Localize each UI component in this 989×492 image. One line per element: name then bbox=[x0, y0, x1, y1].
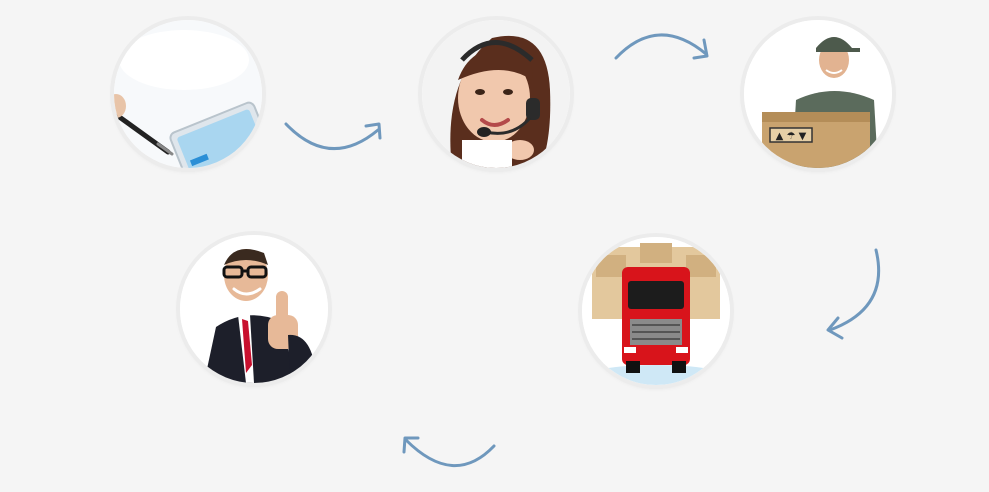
svg-text:▲ ☂ ▼: ▲ ☂ ▼ bbox=[776, 131, 807, 142]
step-tablet-stylus bbox=[114, 20, 262, 168]
red-truck-icon bbox=[582, 237, 730, 385]
arrow-2-to-3-icon bbox=[614, 33, 709, 60]
step-support-agent bbox=[422, 20, 570, 168]
arrow-4-to-5-icon bbox=[402, 436, 496, 468]
step-courier-box: ▲ ☂ ▼ bbox=[744, 20, 892, 168]
arrow-3-to-4-icon bbox=[826, 248, 881, 340]
step-red-truck bbox=[582, 237, 730, 385]
tablet-stylus-icon bbox=[114, 20, 262, 168]
arrow-1-to-2-icon bbox=[284, 122, 382, 151]
courier-box-icon: ▲ ☂ ▼ bbox=[744, 20, 892, 168]
support-agent-headset-icon bbox=[422, 20, 570, 168]
step-businessman-thumbs-up bbox=[180, 235, 328, 383]
businessman-thumbs-up-icon bbox=[180, 235, 328, 383]
